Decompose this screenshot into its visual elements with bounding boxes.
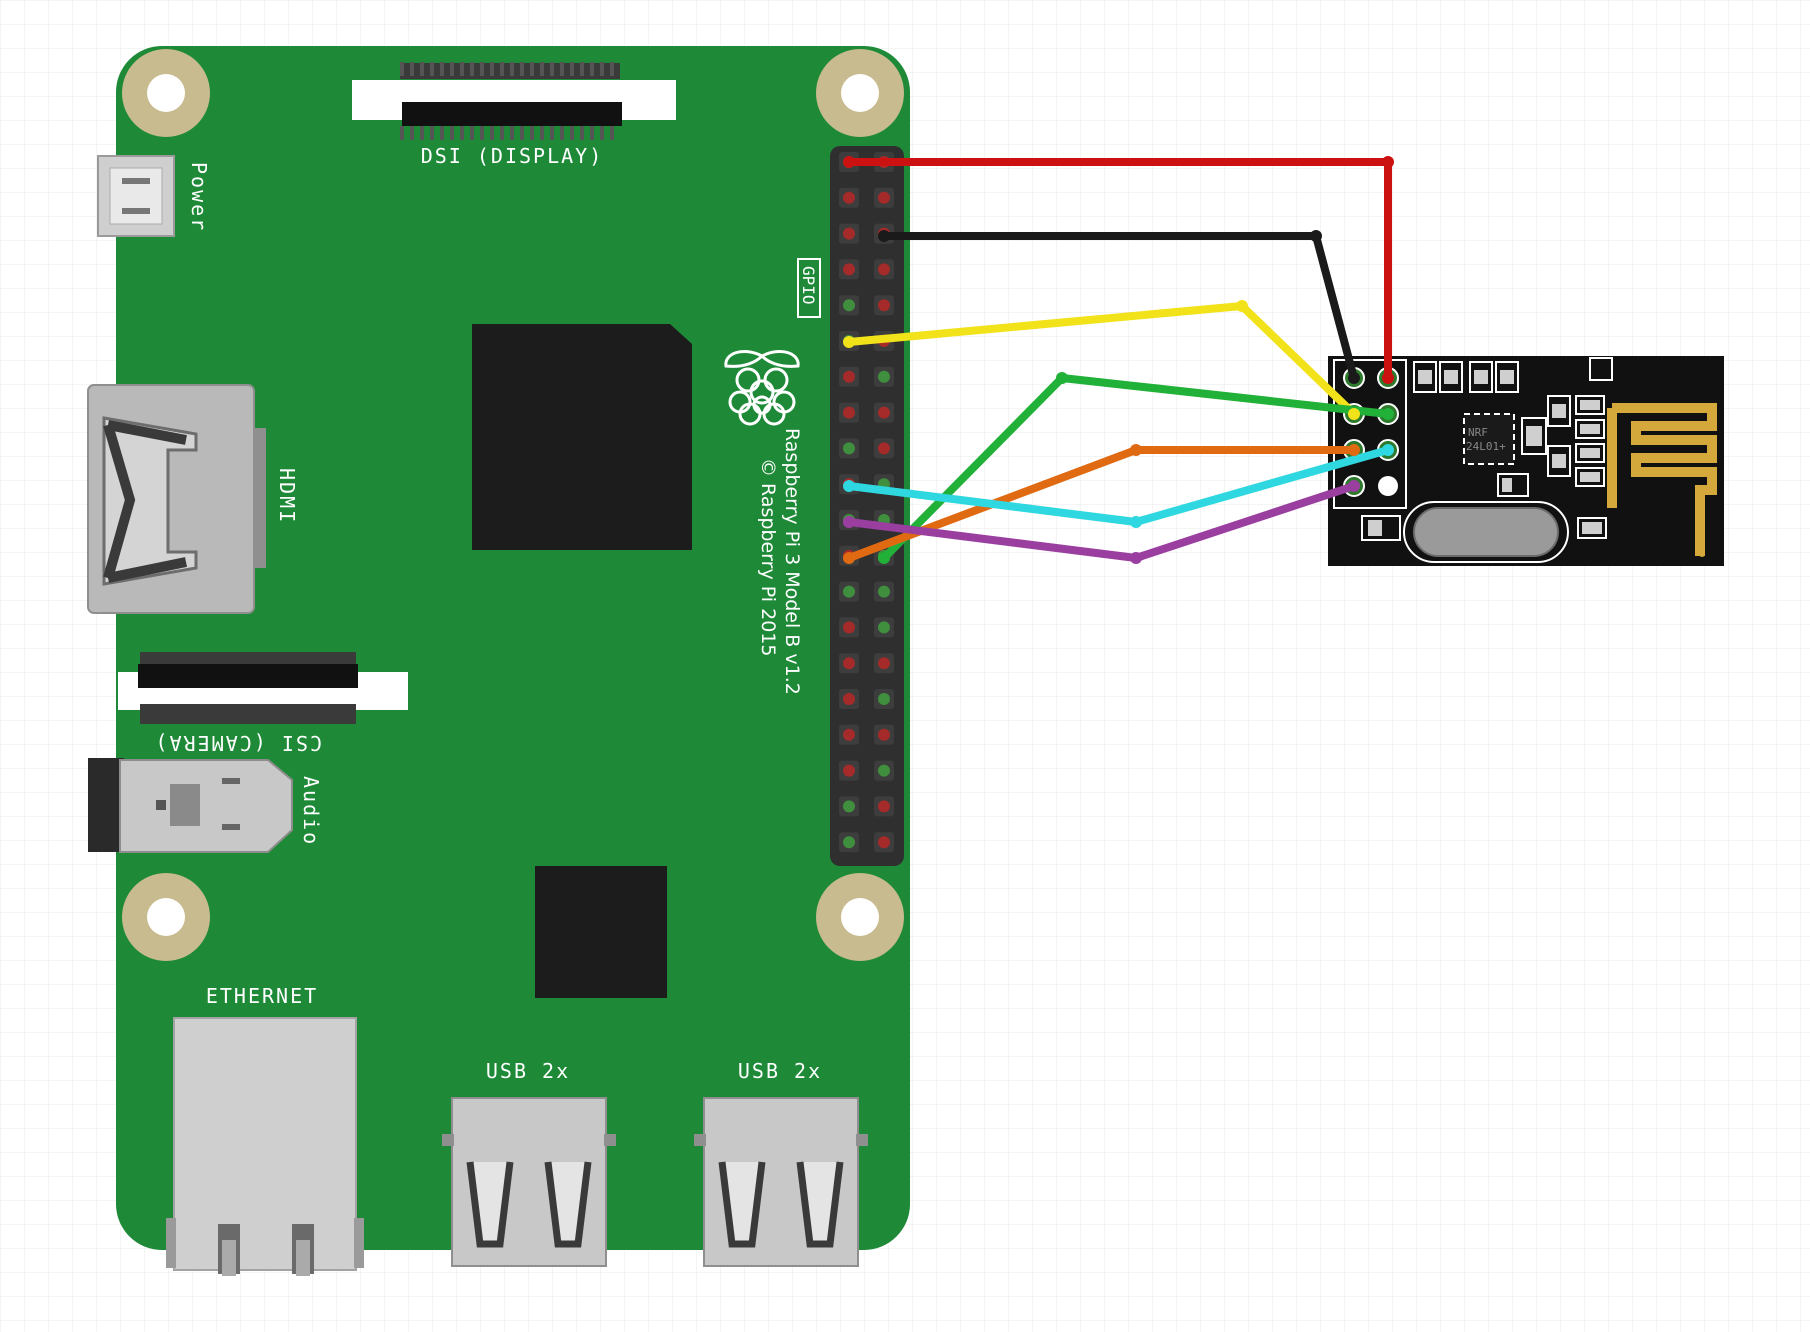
gpio-pin-dot xyxy=(843,299,855,312)
gpio-pin-dot xyxy=(843,442,855,455)
gpio-pin-dot xyxy=(878,406,890,419)
raspberry-logo-icon xyxy=(724,350,800,426)
pcb-antenna xyxy=(1607,403,1717,556)
mounting-hole-bottom-right xyxy=(816,873,904,961)
gpio-pin-dot xyxy=(843,621,855,634)
gpio-pin-dot xyxy=(843,585,855,598)
wire-joint xyxy=(1348,444,1360,456)
wire-joint xyxy=(843,516,855,528)
gpio-pin-dot xyxy=(843,263,855,276)
lan-chip xyxy=(535,866,667,998)
gpio-pin-dot xyxy=(878,621,890,634)
gpio-pin-dot xyxy=(878,764,890,777)
audio-jack xyxy=(88,758,293,853)
wire-joint xyxy=(878,230,890,242)
ethernet-label: ETHERNET xyxy=(206,984,318,1008)
wire-joint xyxy=(843,336,855,348)
wire-joint xyxy=(843,156,855,168)
gpio-header xyxy=(830,146,904,866)
wire-joint xyxy=(1056,372,1068,384)
nrf-chip-label-2: 24L01+ xyxy=(1466,440,1506,453)
wire-joint xyxy=(843,480,855,492)
wire-joint xyxy=(1382,444,1394,456)
nrf24l01-module: NRF 24L01+ xyxy=(1328,356,1724,566)
power-connector xyxy=(97,155,175,237)
usb-port-1 xyxy=(442,1097,616,1267)
gpio-pin-dot xyxy=(843,800,855,813)
gpio-label: GPIO xyxy=(799,266,818,305)
dsi-label: DSI (DISPLAY) xyxy=(421,144,604,168)
gpio-pins xyxy=(839,152,894,853)
crystal-oscillator xyxy=(1403,501,1569,563)
gpio-pin-dot xyxy=(843,227,855,240)
gpio-pin-dot xyxy=(878,442,890,455)
gpio-pin-dot xyxy=(878,693,890,705)
gpio-pin-dot xyxy=(843,764,855,777)
gpio-pin-dot xyxy=(843,370,855,383)
dsi-connector xyxy=(352,62,676,140)
module-pin-header xyxy=(1333,359,1407,509)
gpio-pin-dot xyxy=(878,657,890,670)
gpio-pin-dot xyxy=(878,728,890,741)
wire-joint xyxy=(1348,372,1360,384)
board-copyright-text: © Raspberry Pi 2015 xyxy=(757,458,779,656)
usb-1-label: USB 2x xyxy=(486,1059,570,1083)
power-label: Power xyxy=(187,162,211,232)
gpio-pin-dot xyxy=(843,836,855,849)
wire-joint xyxy=(843,552,855,564)
gpio-pin-dot xyxy=(843,693,855,705)
wire-joint xyxy=(1348,408,1360,420)
wire-joint xyxy=(1130,444,1142,456)
hdmi-label: HDMI xyxy=(275,468,299,524)
wire-joint xyxy=(1236,300,1248,312)
nrf-chip-label-1: NRF xyxy=(1468,426,1488,439)
ethernet-port xyxy=(166,1017,364,1276)
usb-2-label: USB 2x xyxy=(738,1059,822,1083)
gpio-pin-dot xyxy=(878,263,890,276)
audio-label: Audio xyxy=(299,776,323,846)
csi-label: CSI (CAMERA) xyxy=(154,731,323,755)
gpio-pin-dot xyxy=(843,728,855,741)
mounting-hole-top-right xyxy=(816,49,904,137)
module-smd-pads xyxy=(1368,370,1602,536)
wire-joint xyxy=(1382,372,1394,384)
gpio-pin-dot xyxy=(843,191,855,204)
gpio-pin-dot xyxy=(878,800,890,813)
gpio-pin-dot xyxy=(878,370,890,383)
gpio-pin-dot xyxy=(843,406,855,419)
mounting-hole-top-left xyxy=(122,49,210,137)
gpio-pin-dot xyxy=(878,836,890,849)
board-pcb xyxy=(116,46,910,1250)
csi-connector xyxy=(118,652,408,724)
board-model-text: Raspberry Pi 3 Model B v1.2 xyxy=(781,428,803,695)
gpio-pin-dot xyxy=(878,191,890,204)
wires xyxy=(843,156,1394,564)
module-smd-parts xyxy=(1361,357,1613,541)
raspberry-pi-board: DSI (DISPLAY) Power HDMI CSI (CAMERA) xyxy=(87,46,910,1276)
antenna-end xyxy=(1699,551,1705,557)
gpio-pin-dot xyxy=(878,299,890,312)
wire-joint xyxy=(1310,230,1322,242)
mounting-hole-bottom-left xyxy=(122,873,210,961)
usb-port-2 xyxy=(694,1097,868,1267)
wire-joint xyxy=(1382,156,1394,168)
nrf-chip xyxy=(1463,413,1515,465)
gpio-label-box xyxy=(797,258,821,318)
wire-joint xyxy=(878,552,890,564)
wire-joint xyxy=(1130,552,1142,564)
gpio-pin-dot xyxy=(843,657,855,670)
gpio-pin-dot xyxy=(878,585,890,598)
soc-chip xyxy=(472,324,692,550)
hdmi-connector xyxy=(87,384,266,614)
wire-joint xyxy=(1348,480,1360,492)
wire-joint xyxy=(1130,516,1142,528)
wire-joint xyxy=(1382,408,1394,420)
